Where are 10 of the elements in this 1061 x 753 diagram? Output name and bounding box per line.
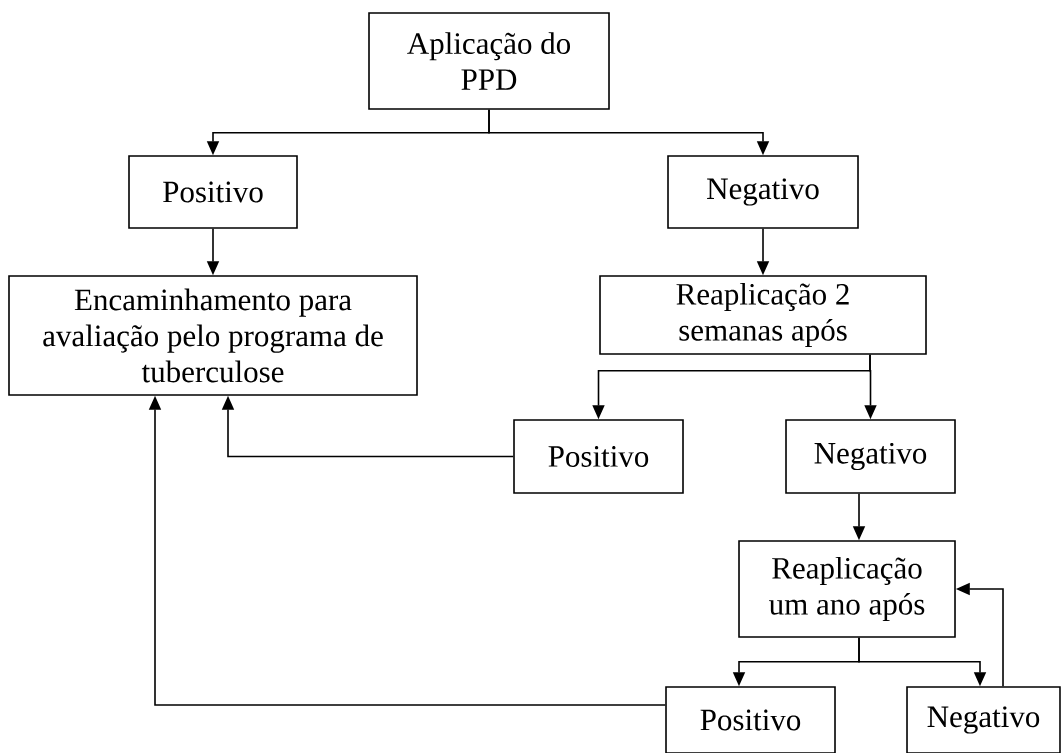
process-box: Negativo: [906, 686, 1061, 753]
process-box: Negativo: [667, 155, 859, 229]
process-box: Positivo: [665, 686, 836, 753]
process-box: Aplicação do PPD: [368, 12, 610, 110]
process-box: Reaplicação 2 semanas após: [599, 275, 927, 355]
process-box: Encaminhamento para avaliação pelo programa de tuberculose: [8, 275, 418, 396]
process-box: Positivo: [128, 155, 298, 229]
process-box: Positivo: [513, 419, 684, 494]
process-box: Reaplicação um ano após: [738, 540, 956, 638]
process-box: Negativo: [785, 419, 956, 494]
